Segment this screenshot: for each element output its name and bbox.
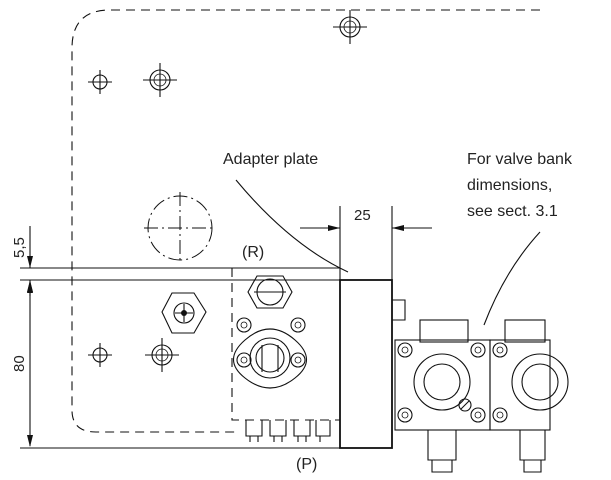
mounting-hole-top (333, 10, 367, 44)
valve-module-1 (394, 319, 491, 473)
dimension-25-label: 25 (354, 207, 371, 224)
label-port-r: (R) (242, 244, 264, 261)
adapter-screws (236, 317, 306, 368)
mounting-hole-upper-left-2 (143, 63, 177, 97)
port-r-fitting (247, 275, 293, 309)
dimension-5-5-label: 5,5 (11, 237, 28, 258)
label-adapter-plate: Adapter plate (223, 151, 318, 168)
intermediate-plate-edge (392, 299, 406, 321)
intermediate-plate (339, 279, 393, 449)
label-port-p: (P) (296, 456, 317, 473)
bottom-bosses (245, 420, 331, 442)
leader-valve-bank (483, 231, 541, 326)
label-valve-bank-line2: dimensions, (467, 177, 552, 194)
port-p-flange (232, 328, 308, 389)
dimension-80 (27, 281, 33, 447)
dashdot-port-circle (144, 192, 216, 264)
base-plate-outline (71, 9, 540, 433)
mounting-hole-lower-left-2 (145, 338, 179, 372)
hex-plug-left (161, 292, 207, 334)
label-valve-bank-line3: see sect. 3.1 (467, 203, 558, 220)
dimension-80-label: 80 (11, 355, 28, 372)
adapter-plate-body (231, 267, 340, 421)
leader-adapter-plate (235, 179, 349, 273)
valve-module-2 (489, 319, 569, 473)
mounting-hole-lower-left-1 (88, 343, 112, 367)
label-valve-bank-line1: For valve bank (467, 151, 573, 168)
mounting-hole-upper-left-1 (88, 70, 112, 94)
